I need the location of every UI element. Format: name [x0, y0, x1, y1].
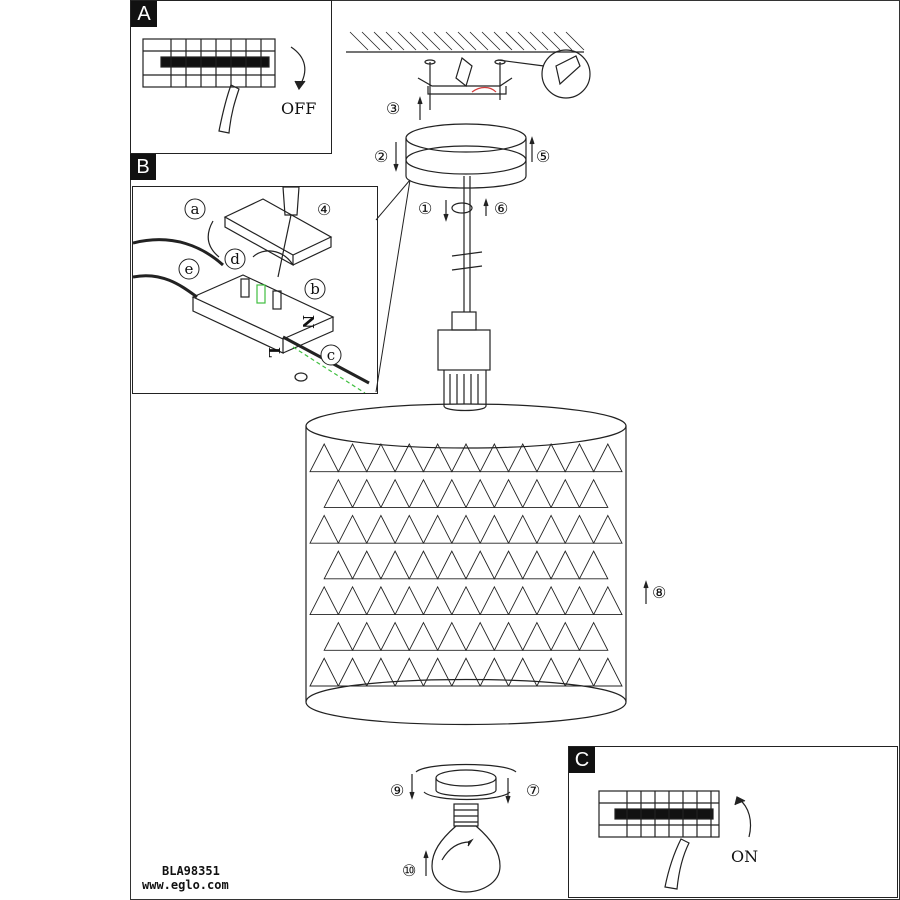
off-label: OFF: [281, 99, 317, 118]
panel-c: C ON: [568, 746, 898, 898]
panel-c-label: C: [569, 747, 595, 773]
wire-label-n: N: [299, 315, 317, 329]
on-label: ON: [731, 847, 759, 866]
detail-letter-c: c: [327, 346, 335, 364]
panel-b-detail: a b c d e N L ④: [132, 186, 378, 394]
detail-letter-b: b: [310, 280, 320, 298]
breaker-on-illustration: [598, 790, 752, 890]
model-number: BLA98351: [162, 864, 220, 878]
step-4-label: ④: [317, 200, 331, 219]
wire-label-l: L: [265, 347, 283, 358]
breaker-off-illustration: [142, 38, 306, 134]
panel-a-label: A: [131, 1, 157, 27]
panel-b-label: B: [130, 154, 156, 180]
website: www.eglo.com: [142, 878, 229, 892]
detail-letter-a: a: [191, 200, 200, 218]
terminal-block-illustration: a b c d e N L ④: [133, 187, 370, 393]
detail-letter-d: d: [230, 250, 240, 268]
panel-a: A OFF: [130, 0, 332, 154]
detail-letter-e: e: [185, 260, 194, 278]
